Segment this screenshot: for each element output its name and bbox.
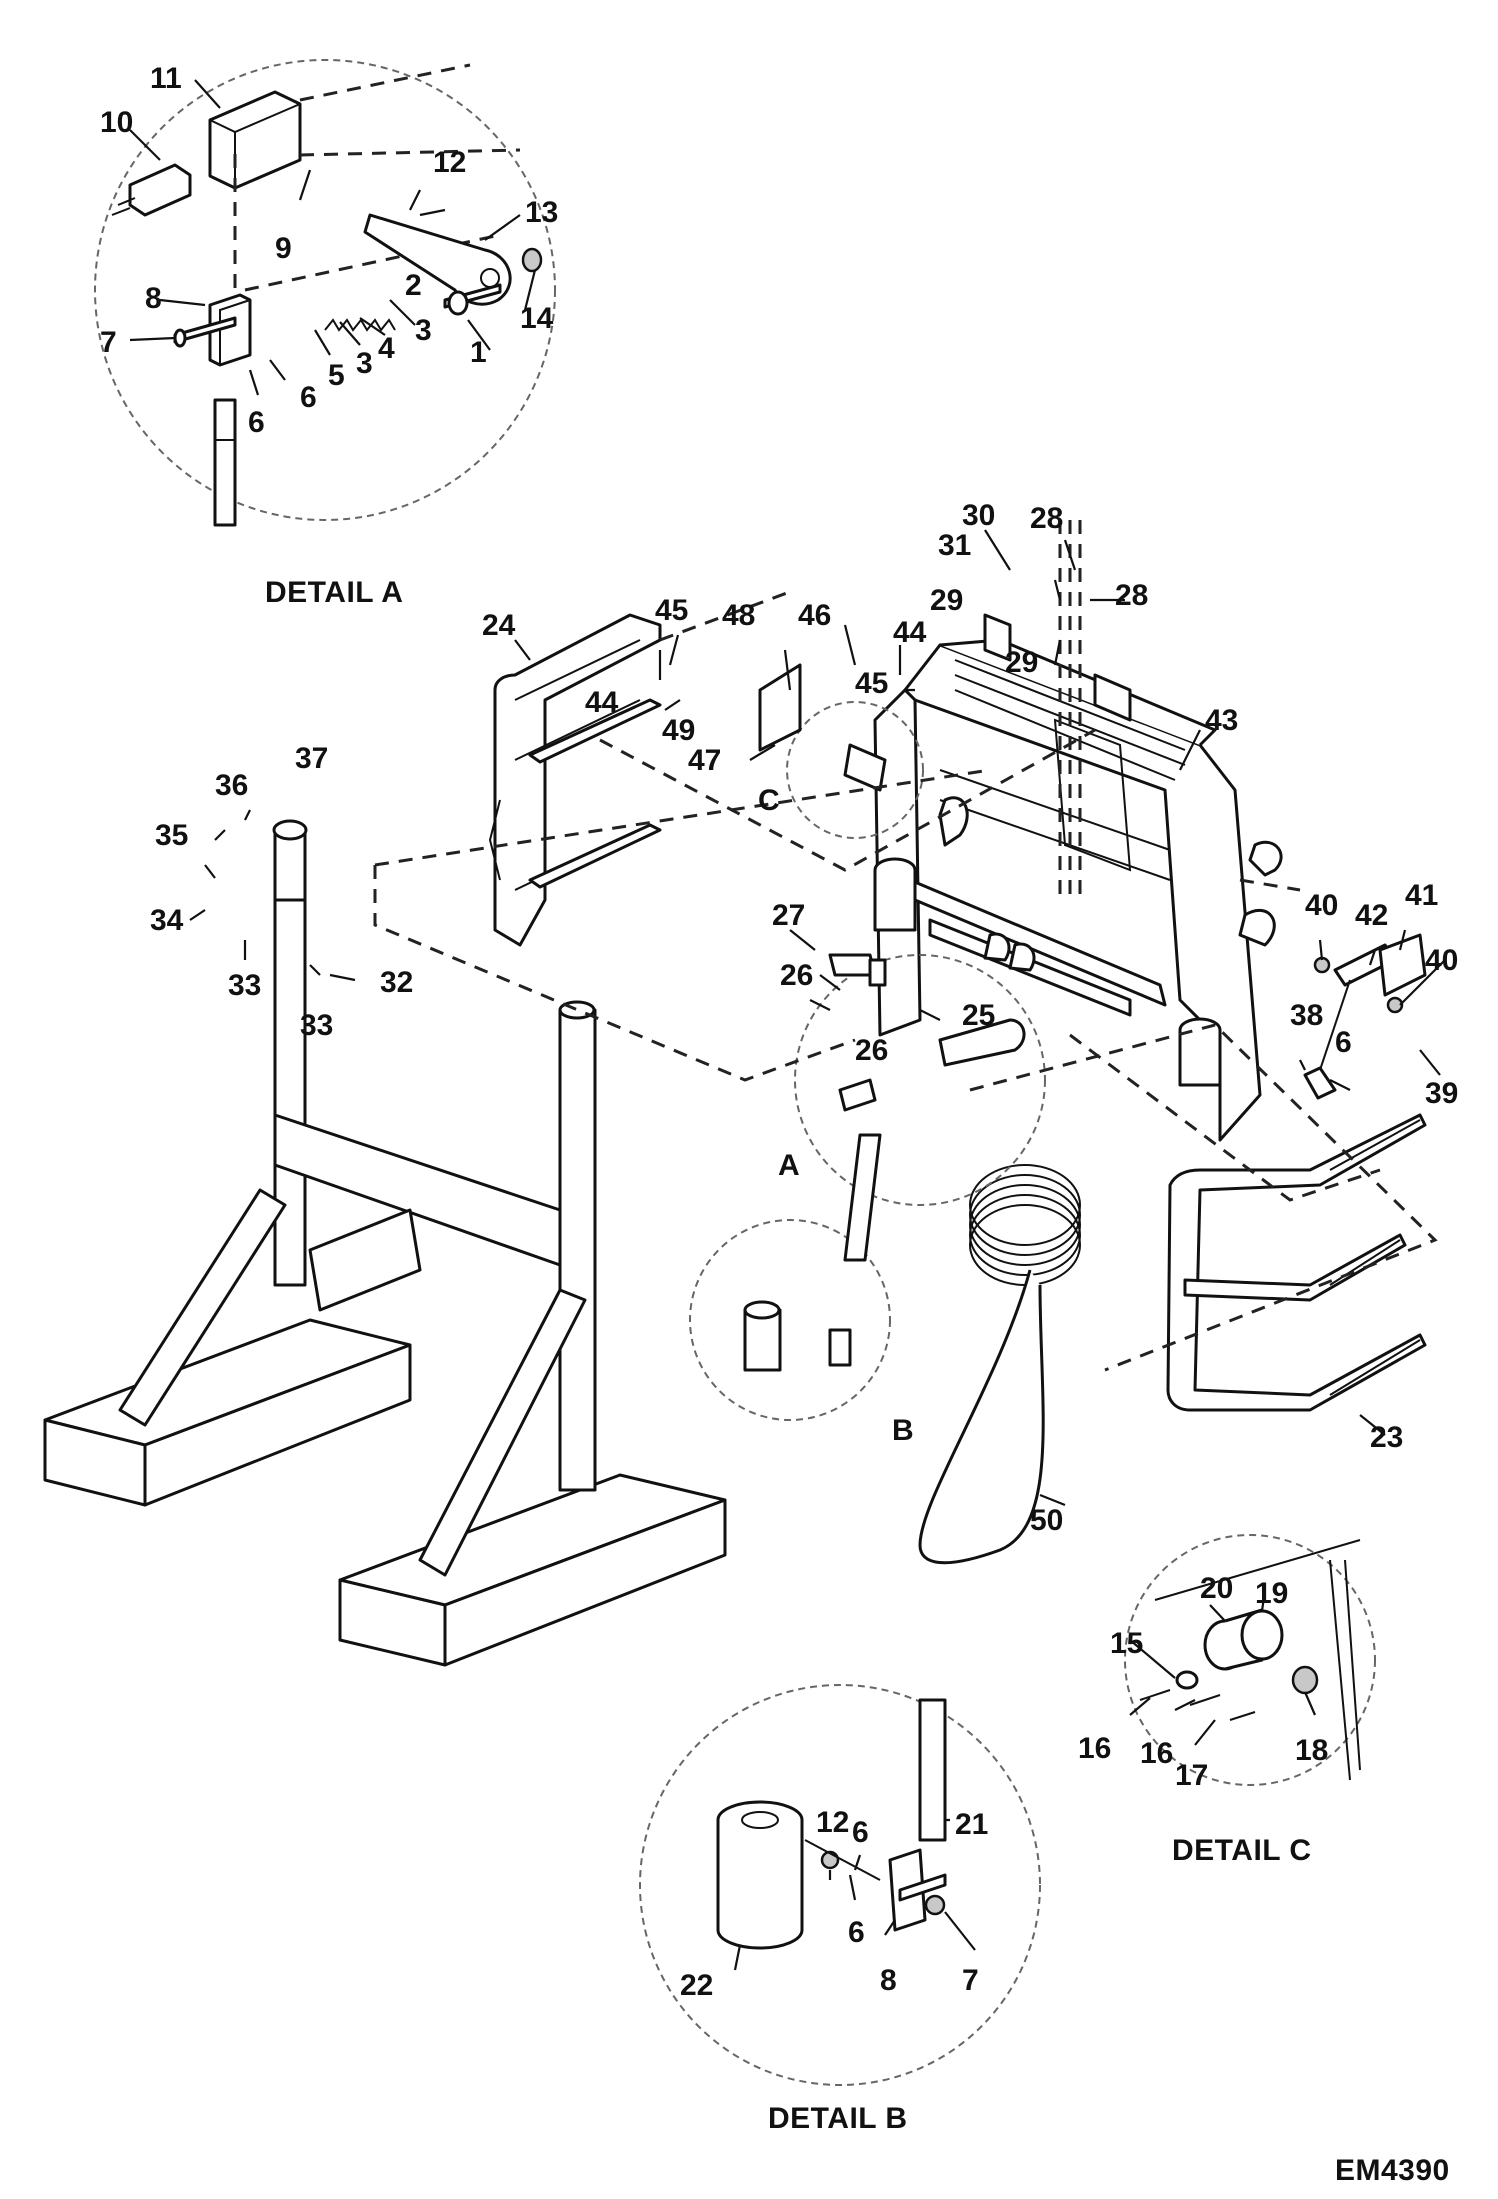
callout-23: 23 bbox=[1370, 1421, 1403, 1454]
callout-33: 33 bbox=[300, 1009, 333, 1042]
callout-25: 25 bbox=[962, 999, 995, 1032]
callout-21: 21 bbox=[955, 1808, 988, 1841]
callout-30: 30 bbox=[962, 499, 995, 532]
detail-c-view bbox=[1124, 1534, 1376, 1786]
callout-8: 8 bbox=[145, 282, 162, 315]
callout-34: 34 bbox=[150, 904, 184, 937]
detail-b-view bbox=[639, 1684, 1041, 2086]
callout-4: 4 bbox=[378, 332, 395, 365]
leader-lines bbox=[129, 79, 1446, 1971]
callout-9: 9 bbox=[275, 232, 292, 265]
callout-40: 40 bbox=[1305, 889, 1338, 922]
callout-7: 7 bbox=[962, 1964, 979, 1997]
callout-24: 24 bbox=[482, 609, 516, 642]
callout-10: 10 bbox=[100, 106, 133, 139]
detail-ref-a: A bbox=[778, 1149, 800, 1182]
callout-45: 45 bbox=[655, 594, 688, 627]
callout-3: 3 bbox=[415, 314, 432, 347]
callout-43: 43 bbox=[1205, 704, 1238, 737]
detail-b-caption: DETAIL B bbox=[768, 2102, 908, 2135]
callout-12: 12 bbox=[433, 146, 466, 179]
callout-29: 29 bbox=[1005, 646, 1038, 679]
callout-numbers: 1 2 3 3 4 5 6 6 7 8 9 10 11 12 13 14 15 … bbox=[100, 62, 1458, 2002]
storage-stand bbox=[43, 819, 727, 1667]
callout-40: 40 bbox=[1425, 944, 1458, 977]
callout-33: 33 bbox=[228, 969, 261, 1002]
callout-16: 16 bbox=[1078, 1732, 1111, 1765]
callout-8: 8 bbox=[880, 1964, 897, 1997]
callout-38: 38 bbox=[1290, 999, 1323, 1032]
callout-6: 6 bbox=[852, 1816, 869, 1849]
callout-41: 41 bbox=[1405, 879, 1438, 912]
frame-right-bracket bbox=[1166, 1113, 1427, 1412]
callout-17: 17 bbox=[1175, 1759, 1208, 1792]
callout-26: 26 bbox=[855, 1034, 888, 1067]
callout-6: 6 bbox=[300, 381, 317, 414]
callout-13: 13 bbox=[525, 196, 558, 229]
detail-a-caption: DETAIL A bbox=[265, 576, 403, 609]
detail-a-marker-circle bbox=[794, 954, 1046, 1206]
callout-27: 27 bbox=[772, 899, 805, 932]
callout-31: 31 bbox=[938, 529, 971, 562]
detail-ref-b: B bbox=[892, 1414, 914, 1447]
callout-6: 6 bbox=[248, 406, 265, 439]
drawing-code: EM4390 bbox=[1335, 2154, 1450, 2187]
detail-c-caption: DETAIL C bbox=[1172, 1834, 1312, 1867]
main-frame bbox=[873, 613, 1283, 1142]
callout-7: 7 bbox=[100, 326, 117, 359]
callout-36: 36 bbox=[215, 769, 248, 802]
callout-1: 1 bbox=[470, 336, 487, 369]
callout-3: 3 bbox=[356, 347, 373, 380]
callout-19: 19 bbox=[1255, 1577, 1288, 1610]
callout-18: 18 bbox=[1295, 1734, 1328, 1767]
callout-46: 46 bbox=[798, 599, 831, 632]
callout-48: 48 bbox=[722, 599, 755, 632]
detail-b-marker-circle bbox=[689, 1219, 891, 1421]
callout-20: 20 bbox=[1200, 1572, 1233, 1605]
callout-44: 44 bbox=[893, 616, 927, 649]
callout-49: 49 bbox=[662, 714, 695, 747]
callout-28: 28 bbox=[1030, 502, 1063, 535]
detail-ref-c: C bbox=[758, 784, 780, 817]
callout-42: 42 bbox=[1355, 899, 1388, 932]
callout-2: 2 bbox=[405, 269, 422, 302]
callout-15: 15 bbox=[1110, 1627, 1143, 1660]
callout-12: 12 bbox=[816, 1806, 849, 1839]
detail-c-marker-circle bbox=[786, 701, 924, 839]
latch-parts bbox=[1303, 933, 1427, 1100]
callout-6: 6 bbox=[1335, 1026, 1352, 1059]
callout-26: 26 bbox=[780, 959, 813, 992]
callout-47: 47 bbox=[688, 744, 721, 777]
callout-44: 44 bbox=[585, 686, 619, 719]
marker-circle-parts bbox=[743, 663, 1026, 1372]
callout-14: 14 bbox=[520, 302, 554, 335]
frame-left-bracket bbox=[488, 613, 662, 947]
callout-22: 22 bbox=[680, 1969, 713, 2002]
callout-32: 32 bbox=[380, 966, 413, 999]
assembly-lines bbox=[373, 520, 1438, 1372]
callout-16: 16 bbox=[1140, 1737, 1173, 1770]
detail-a-view bbox=[94, 59, 556, 527]
callout-28: 28 bbox=[1115, 579, 1148, 612]
callout-39: 39 bbox=[1425, 1077, 1458, 1110]
callout-5: 5 bbox=[328, 359, 345, 392]
cable-coil bbox=[918, 1164, 1081, 1565]
callout-50: 50 bbox=[1030, 1504, 1063, 1537]
callout-45: 45 bbox=[855, 667, 888, 700]
callout-11: 11 bbox=[150, 62, 182, 95]
detail-reference-letters: C A B bbox=[758, 784, 914, 1447]
callout-6: 6 bbox=[848, 1916, 865, 1949]
callout-37: 37 bbox=[295, 742, 328, 775]
callout-35: 35 bbox=[155, 819, 188, 852]
callout-29: 29 bbox=[930, 584, 963, 617]
